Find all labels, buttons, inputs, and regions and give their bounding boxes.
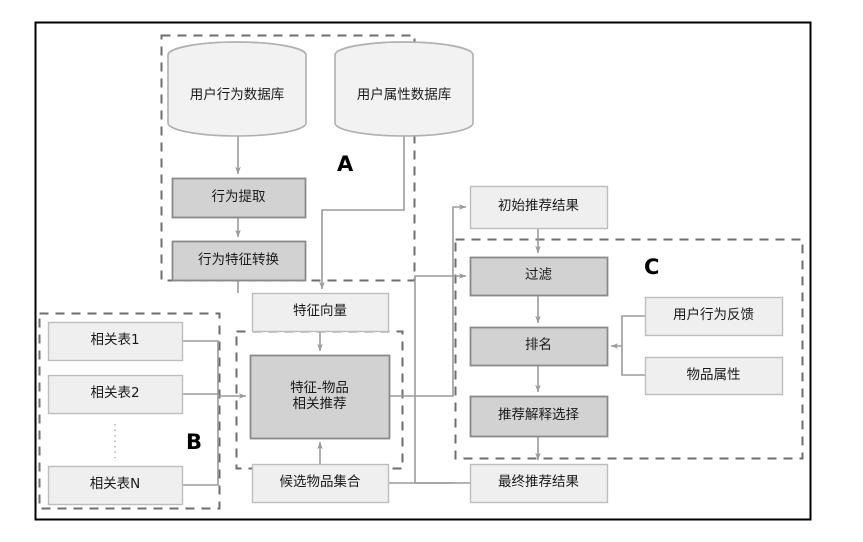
edge-final-to-filter-loop (414, 273, 470, 484)
feature-vector (251, 292, 390, 333)
edge-recommend-to-initial (389, 204, 467, 397)
outer-frame (34, 21, 812, 521)
item-attribute (644, 356, 784, 396)
behavior-feature-transform (171, 240, 307, 282)
behavior-extraction (171, 177, 307, 219)
edge-tables-to-recommend (182, 340, 246, 486)
group-box-B (38, 312, 221, 510)
group-label-A: A (337, 152, 354, 176)
user-attribute-db-top-ellipse (334, 41, 474, 56)
relation-table-1 (47, 321, 184, 362)
relation-table-2 (47, 374, 184, 415)
candidate-item-set (251, 463, 390, 504)
final-recommend-result (469, 463, 609, 504)
user-behavior-db-top-ellipse (167, 41, 307, 56)
edge-feedback-to-ranking (611, 315, 645, 376)
group-label-B: B (186, 430, 203, 454)
edge-attribute-db-to-feature-vector (319, 136, 405, 290)
user-behavior-db (167, 41, 307, 137)
ranking (469, 326, 609, 367)
recommend-explanation-select (469, 395, 609, 438)
group-box-C (454, 238, 804, 460)
filter (469, 256, 609, 297)
user-attribute-db (334, 41, 474, 137)
feature-item-recommend (249, 354, 391, 440)
initial-recommend-result (469, 185, 609, 230)
relation-table-n (47, 465, 184, 506)
user-behavior-feedback (644, 296, 784, 337)
group-label-C: C (644, 255, 660, 279)
